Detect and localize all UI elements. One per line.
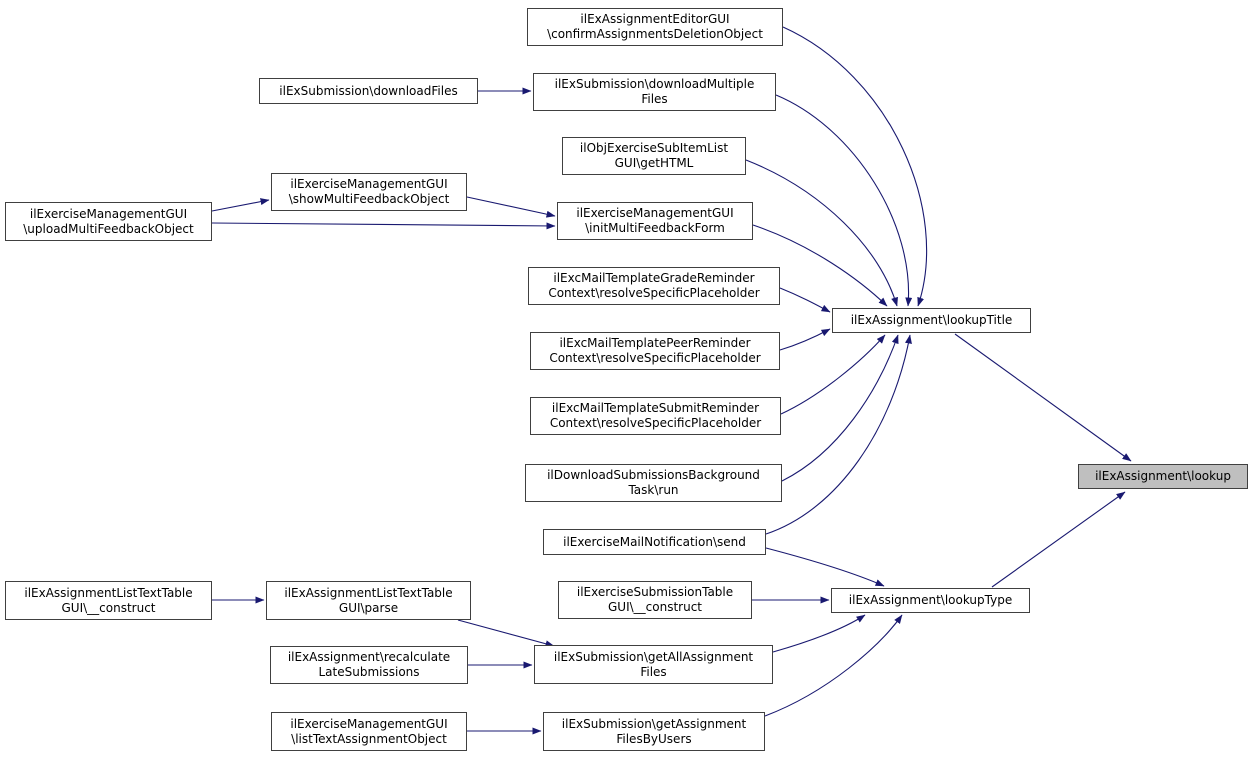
edge-mailNotificationSend-to-lookupTitle — [765, 334, 912, 535]
edge-getHTML-to-lookupTitle — [745, 159, 898, 307]
node-label: ilExerciseSubmissionTable — [576, 585, 734, 599]
graph-node-mailNotificationSend[interactable]: ilExerciseMailNotification\send — [543, 529, 766, 555]
graph-node-initMultiFeedbackForm[interactable]: ilExerciseManagementGUI\initMultiFeedbac… — [557, 202, 753, 240]
node-label: Task\run — [628, 483, 679, 497]
node-label: Files — [641, 92, 668, 106]
graph-node-downloadFiles[interactable]: ilExSubmission\downloadFiles — [259, 78, 478, 104]
edge-downloadMultipleFiles-to-lookupTitle — [775, 94, 913, 307]
edge-lookupType-to-lookup — [991, 491, 1126, 588]
node-label: ilExerciseManagementGUI — [576, 206, 734, 220]
node-label: LateSubmissions — [318, 665, 420, 679]
node-label: ilExerciseMailNotification\send — [563, 534, 746, 549]
node-label: ilExAssignment\lookupType — [848, 593, 1013, 607]
edge-downloadSubmissionsTask-to-lookupTitle — [781, 334, 899, 482]
node-label: ilExcMailTemplatePeerReminder — [559, 336, 751, 350]
node-label: ilExSubmission\getAssignment — [561, 716, 747, 731]
edge-gradeReminder-to-lookupTitle — [779, 287, 831, 313]
edge-submitReminder-to-lookupTitle — [780, 334, 886, 415]
node-label: GUI\__construct — [61, 600, 156, 615]
node-label: ilExAssignmentListTextTable — [24, 585, 193, 600]
edge-lookupTitle-to-lookup — [954, 333, 1132, 462]
node-label: ilExAssignment\recalculate — [287, 650, 451, 664]
graph-node-lookupType[interactable]: ilExAssignment\lookupType — [831, 588, 1030, 613]
node-label: ilExerciseManagementGUI — [290, 177, 448, 191]
node-label: \uploadMultiFeedbackObject — [23, 221, 194, 236]
node-label: ilExSubmission\downloadMultiple — [554, 77, 755, 91]
node-label: ilDownloadSubmissionsBackground — [547, 468, 760, 482]
node-label: ilExerciseManagementGUI — [290, 716, 448, 731]
edge-mailNotificationSend-to-lookupType — [765, 547, 885, 587]
graph-node-listTextAssignmentObject[interactable]: ilExerciseManagementGUI\listTextAssignme… — [271, 712, 467, 751]
node-label: ilExSubmission\getAllAssignment — [553, 649, 754, 664]
node-label: \initMultiFeedbackForm — [585, 221, 725, 235]
node-label: \showMultiFeedbackObject — [288, 192, 450, 206]
node-label: \confirmAssignmentsDeletionObject — [547, 27, 763, 41]
node-label: Context\resolveSpecificPlaceholder — [548, 286, 760, 300]
node-label: ilExAssignmentListTextTable — [284, 585, 453, 600]
node-label: ilExAssignmentEditorGUI — [580, 12, 730, 26]
node-label: ilExcMailTemplateGradeReminder — [553, 271, 755, 285]
node-label: FilesByUsers — [616, 731, 692, 746]
node-label: GUI\getHTML — [614, 156, 694, 170]
edge-uploadMultiFeedback-to-showMultiFeedback — [211, 198, 270, 212]
edge-listTextTableParse-to-getAllAssignmentFiles — [457, 619, 555, 648]
edge-uploadMultiFeedback-to-initMultiFeedbackForm — [211, 222, 556, 230]
edge-initMultiFeedbackForm-to-lookupTitle — [752, 224, 888, 307]
graph-node-confirmAssignmentsDeletion[interactable]: ilExAssignmentEditorGUI\confirmAssignmen… — [527, 8, 783, 46]
edge-confirmAssignmentsDeletion-to-lookupTitle — [782, 26, 928, 307]
node-label: GUI\parse — [338, 600, 399, 615]
node-label: Context\resolveSpecificPlaceholder — [549, 416, 762, 430]
node-label: \listTextAssignmentObject — [291, 731, 447, 746]
node-label: GUI\__construct — [607, 600, 702, 614]
edge-showMultiFeedback-to-initMultiFeedbackForm — [466, 196, 556, 218]
node-label: ilExAssignment\lookupTitle — [850, 313, 1013, 327]
node-label: Context\resolveSpecificPlaceholder — [549, 351, 761, 365]
node-label: ilExSubmission\downloadFiles — [279, 83, 458, 98]
graph-node-lookupTitle[interactable]: ilExAssignment\lookupTitle — [832, 308, 1031, 333]
node-label: Files — [640, 664, 667, 679]
node-label: ilExerciseManagementGUI — [29, 206, 188, 221]
edge-peerReminder-to-lookupTitle — [779, 328, 831, 351]
graph-node-lookup: ilExAssignment\lookup — [1078, 464, 1248, 489]
graph-node-showMultiFeedback[interactable]: ilExerciseManagementGUI\showMultiFeedbac… — [271, 173, 467, 211]
node-label: ilObjExerciseSubItemList — [579, 141, 729, 155]
graph-node-uploadMultiFeedback[interactable]: ilExerciseManagementGUI\uploadMultiFeedb… — [5, 202, 212, 241]
edge-getAssignmentFilesByUsers-to-lookupType — [764, 614, 903, 717]
node-label: ilExcMailTemplateSubmitReminder — [551, 401, 760, 415]
node-label: ilExAssignment\lookup — [1095, 469, 1231, 483]
edge-getAllAssignmentFiles-to-lookupType — [772, 614, 866, 653]
